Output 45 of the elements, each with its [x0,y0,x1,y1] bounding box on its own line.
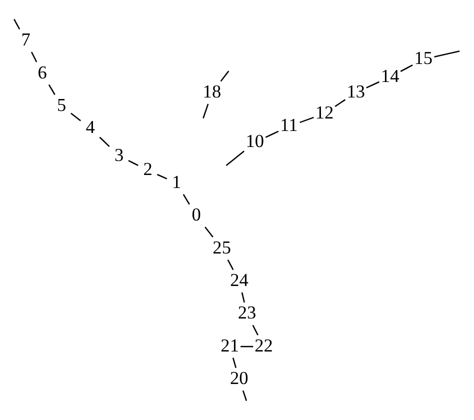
connector [241,292,245,303]
node-text: 0 [192,204,201,225]
connector [334,99,346,107]
node-text: 13 [346,81,365,102]
node-text: 11 [280,115,298,136]
node-text: 22 [254,335,273,356]
connector [232,358,237,368]
connector [434,50,460,58]
node-text: 6 [38,62,47,82]
node-text: 24 [230,270,248,290]
node-text: 10 [246,131,264,152]
connector [242,390,248,401]
node-text: 15 [414,48,433,68]
node-text: 5 [57,94,66,115]
node-text: 25 [212,237,231,258]
connector [220,70,230,82]
connector [400,64,413,72]
connector [265,130,279,138]
connector [14,18,20,30]
connector [227,259,234,270]
connector [99,136,110,148]
node-text: 21 [220,335,239,356]
connector [202,104,209,118]
node-text: 12 [315,102,334,122]
node-text: 18 [202,81,222,102]
connector [156,174,168,180]
node-text: 7 [21,30,30,50]
connector [128,160,138,166]
connector [30,52,38,62]
connector [182,194,190,205]
node-text: 20 [230,368,248,388]
connector [226,150,244,166]
node-text: 3 [114,144,124,165]
connector [70,112,82,122]
node-text: 14 [380,66,400,86]
node-text: 4 [86,117,95,138]
connector [48,84,56,96]
connector [366,81,380,88]
node-text: 1 [172,172,182,192]
connector [240,346,254,348]
connector [300,116,314,124]
node-text: 2 [143,159,152,180]
connector [252,324,258,336]
connector [204,226,214,238]
node-text: 23 [238,302,256,323]
